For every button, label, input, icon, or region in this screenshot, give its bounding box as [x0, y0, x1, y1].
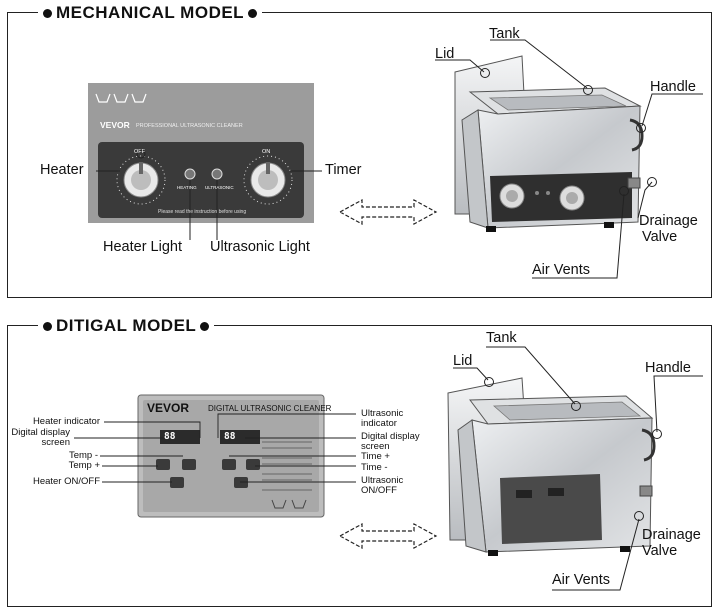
label-valve: Valve	[642, 229, 678, 245]
air-vents-leader-2	[552, 518, 640, 591]
label-lid: Lid	[435, 46, 455, 62]
mech-subtitle: PROFESSIONAL ULTRASONIC CLEANER	[136, 123, 243, 129]
mechanical-tank-illustration	[454, 55, 644, 232]
digital-tank-illustration	[447, 377, 656, 556]
mech-note: Please read the instruction before using	[158, 209, 247, 215]
mechanical-control-panel	[88, 83, 314, 223]
label-time-plus: Time +	[361, 451, 390, 462]
double-arrow-icon	[338, 522, 438, 550]
mechanical-model-title: MECHANICAL MODEL	[38, 3, 263, 23]
mechanical-model-panel	[7, 12, 712, 298]
tank-leader-2	[486, 346, 576, 405]
handle-leader	[641, 93, 703, 127]
label-temp-plus: Temp +	[68, 460, 100, 471]
digital-model-title: DITIGAL MODEL	[38, 316, 215, 336]
digital-time-display: 88	[224, 431, 236, 442]
ultrasonic-indicator-leader	[217, 413, 356, 438]
wash-icons	[95, 93, 147, 103]
label-ultrasonic-onoff-2: ON/OFF	[361, 485, 397, 496]
label-lid-2: Lid	[453, 353, 473, 369]
mech-timer-dial-label: ON	[262, 149, 271, 155]
lid-leader-2	[453, 367, 489, 381]
label-handle: Handle	[650, 79, 696, 95]
double-arrow-icon	[338, 198, 438, 226]
label-tank-2: Tank	[486, 330, 517, 346]
mech-ultrasonic-light-label: ULTRASONIC	[205, 185, 234, 190]
mech-heater-dial-label: OFF	[134, 149, 145, 155]
label-tank: Tank	[489, 26, 520, 42]
label-digital-display-left-2: screen	[41, 437, 70, 448]
label-heater-onoff: Heater ON/OFF	[32, 476, 100, 487]
label-drainage: Drainage	[639, 213, 698, 229]
label-ultrasonic-light: Ultrasonic Light	[210, 239, 310, 255]
bullet-dot-icon	[43, 8, 52, 18]
mech-brand: VEVOR	[100, 120, 130, 130]
air-vents-leader	[532, 193, 625, 279]
handle-leader-2	[653, 375, 703, 433]
bullet-dot-icon	[43, 321, 52, 331]
label-handle-2: Handle	[645, 360, 691, 376]
label-heater-light: Heater Light	[103, 239, 182, 255]
digital-subtitle: DIGITAL ULTRASONIC CLEANER	[208, 404, 332, 413]
digital-model-panel	[7, 325, 712, 607]
mech-heating-light-label: HEATING	[177, 185, 197, 190]
drainage-leader	[637, 181, 653, 219]
heater-indicator-leader	[104, 421, 201, 438]
label-air-vents-2: Air Vents	[552, 572, 611, 588]
label-drainage-2: Drainage	[642, 527, 701, 543]
lid-leader	[435, 59, 485, 73]
bullet-dot-icon	[200, 321, 210, 331]
label-digital-display-right-1: Digital display	[361, 431, 420, 442]
label-air-vents: Air Vents	[532, 262, 591, 278]
label-digital-display-right-2: screen	[361, 441, 390, 452]
label-ultrasonic-onoff-1: Ultrasonic	[361, 475, 404, 486]
digital-temp-display: 88	[164, 431, 176, 442]
label-ultrasonic-indicator-2: indicator	[361, 418, 397, 429]
bullet-dot-icon	[248, 8, 258, 18]
label-heater: Heater	[40, 162, 84, 178]
label-digital-display-left-1: Digital display	[11, 427, 70, 438]
label-heater-indicator: Heater indicator	[32, 416, 100, 427]
label-temp-minus: Temp -	[68, 450, 98, 461]
digital-brand: VEVOR	[147, 401, 190, 415]
label-valve-2: Valve	[642, 543, 678, 559]
label-ultrasonic-indicator-1: Ultrasonic	[361, 408, 404, 419]
label-time-minus: Time -	[361, 462, 388, 473]
tank-leader	[490, 39, 588, 89]
label-timer: Timer	[325, 162, 362, 178]
